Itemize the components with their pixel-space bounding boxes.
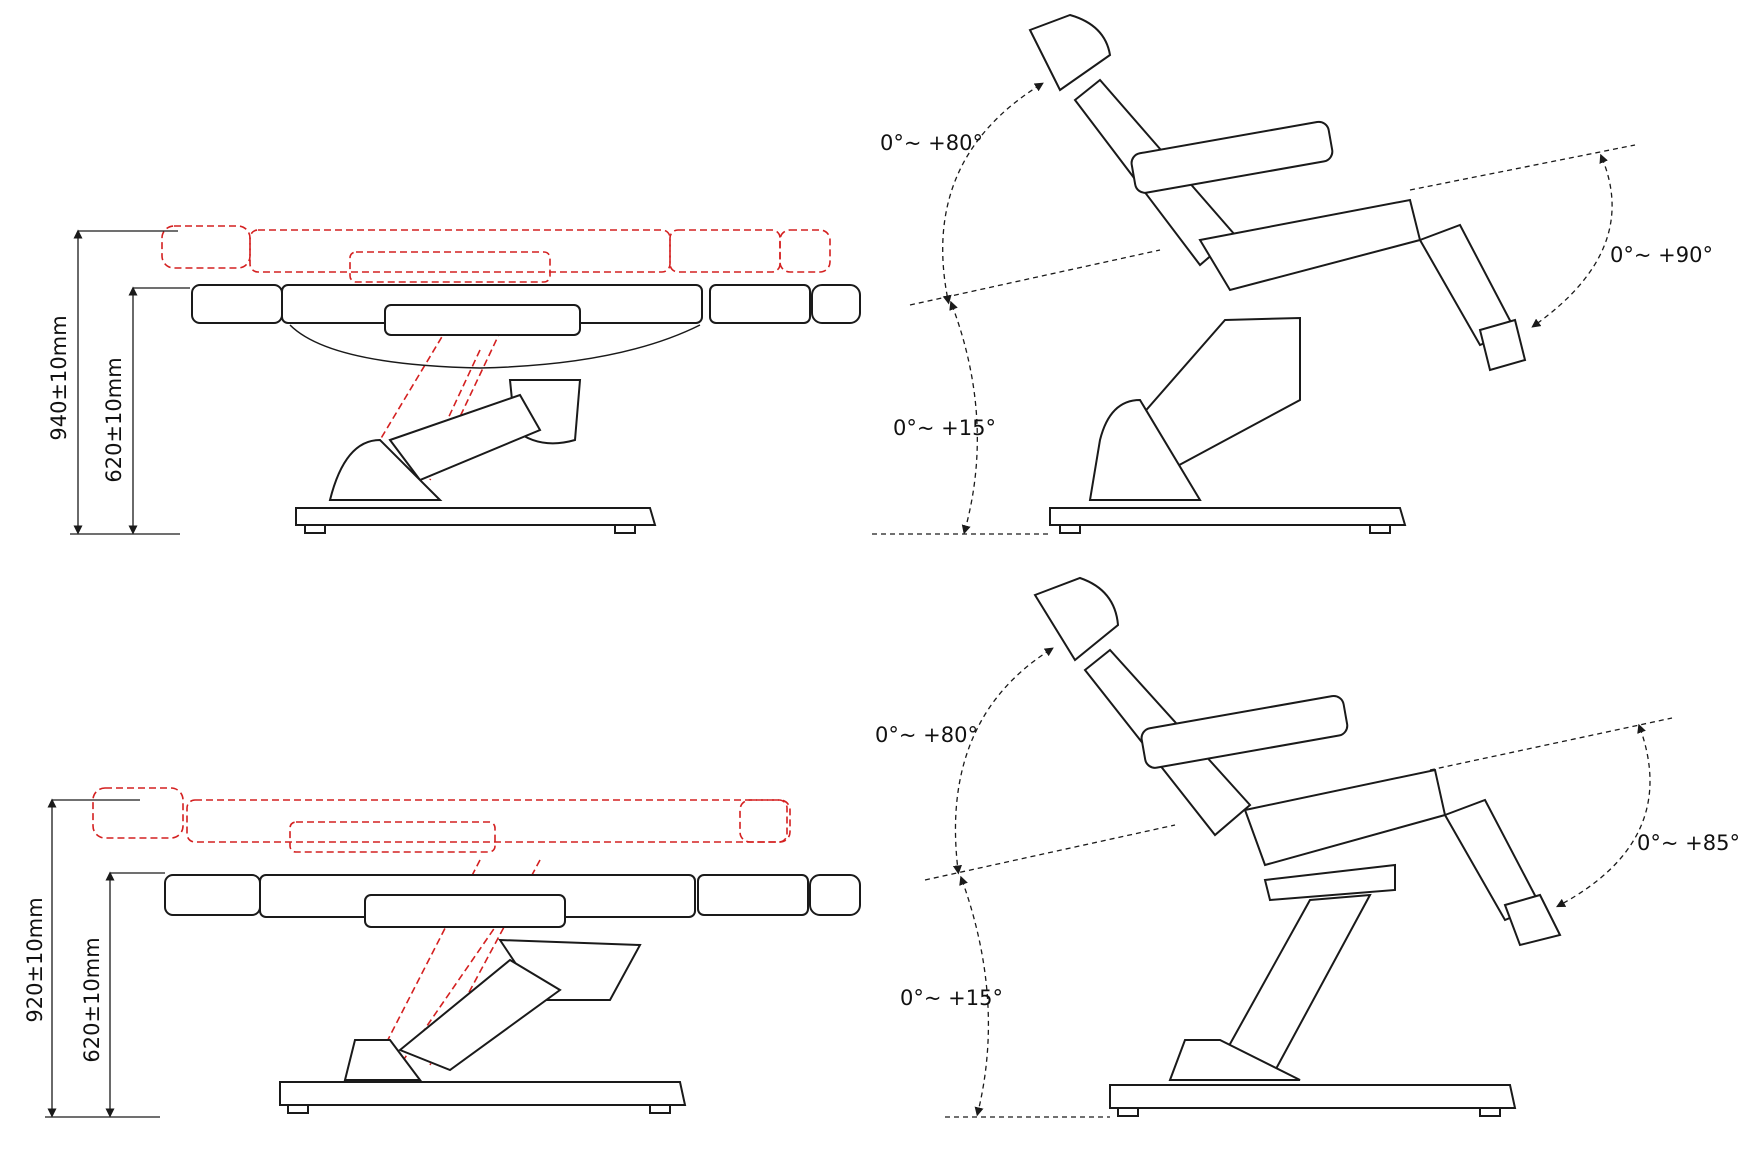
min-height-label: 620±10mm bbox=[102, 357, 126, 482]
leg-angle-label: 0°~ +85° bbox=[1637, 831, 1740, 855]
backrest-angle-label: 0°~ +80° bbox=[880, 131, 983, 155]
reclined-chair-top: 0°~ +80° 0°~ +90° 0°~ +15° bbox=[872, 13, 1713, 535]
max-height-label: 940±10mm bbox=[47, 315, 71, 440]
flat-table-bottom: 920±10mm 620±10mm bbox=[23, 787, 861, 1118]
seat-tilt-label: 0°~ +15° bbox=[893, 416, 996, 440]
min-height-label: 620±10mm bbox=[80, 937, 104, 1062]
flat-table-top: 940±10mm 620±10mm bbox=[47, 225, 861, 535]
reclined-chair-bottom: 0°~ +80° 0°~ +85° 0°~ +15° bbox=[875, 576, 1740, 1118]
backrest-angle-label: 0°~ +80° bbox=[875, 723, 978, 747]
table-raised-outline bbox=[161, 225, 831, 501]
table-lowered bbox=[191, 284, 861, 534]
seat-tilt-label: 0°~ +15° bbox=[900, 986, 1003, 1010]
max-height-label: 920±10mm bbox=[23, 897, 47, 1022]
leg-angle-label: 0°~ +90° bbox=[1610, 243, 1713, 267]
